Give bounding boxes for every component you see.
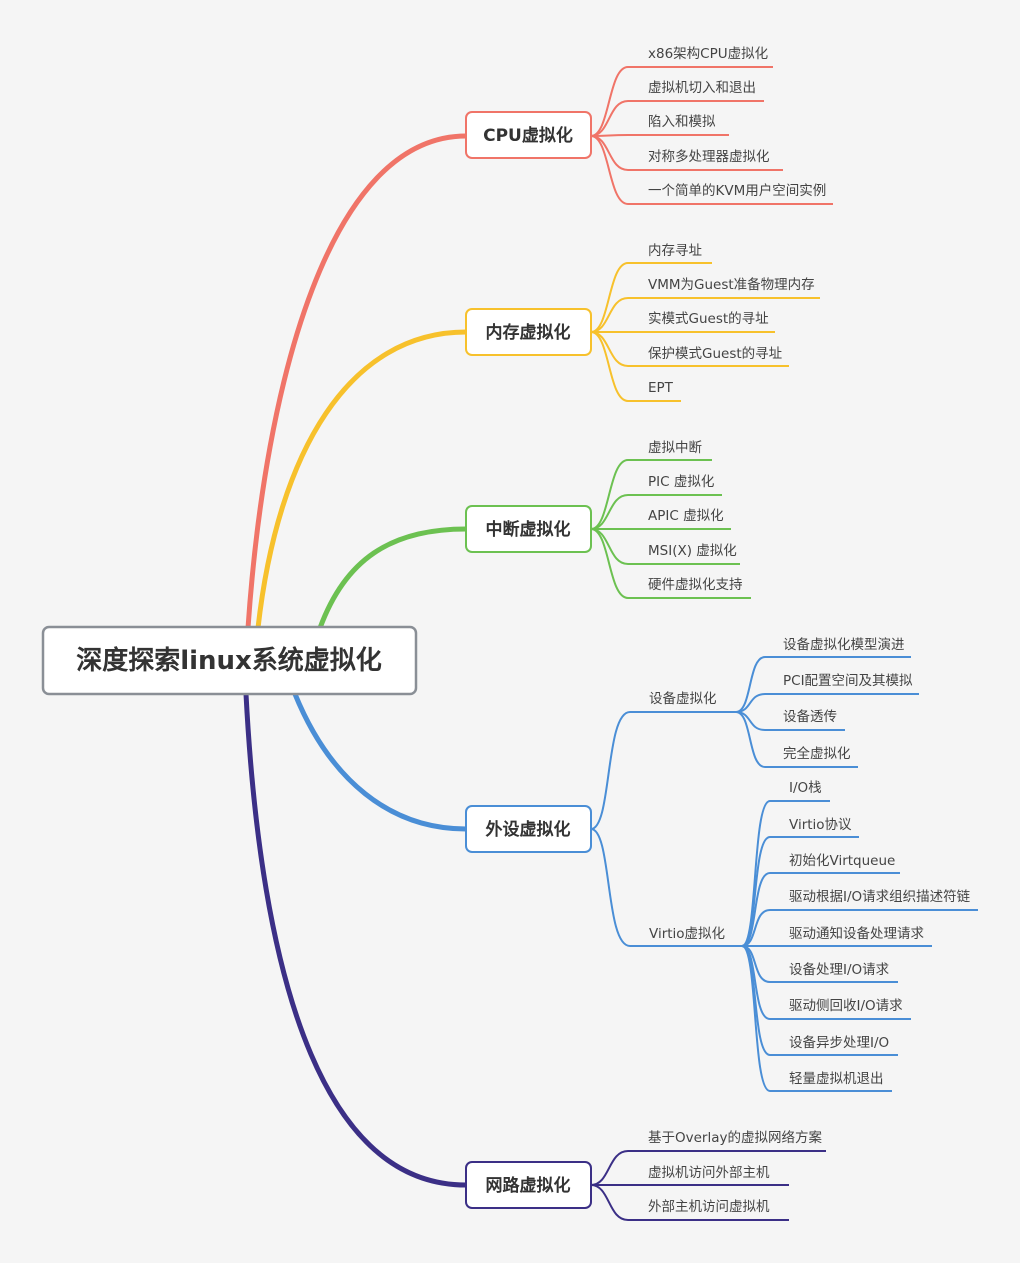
leaf-edges-interrupt — [590, 459, 751, 599]
connector-memory — [255, 329, 469, 631]
leaf-node[interactable]: APIC 虚拟化 — [648, 508, 724, 524]
branch-label: CPU虚拟化 — [483, 125, 573, 146]
leaf-node[interactable]: x86架构CPU虚拟化 — [648, 46, 768, 62]
root-label: 深度探索linux系统虚拟化 — [76, 645, 382, 676]
leaf-edges-memory — [590, 262, 820, 402]
main-connectors — [243, 133, 469, 1188]
branch-node-network[interactable]: 网路虚拟化 — [465, 1161, 592, 1209]
leaf-node[interactable]: Virtio协议 — [789, 817, 852, 833]
branch-node-peripheral[interactable]: 外设虚拟化 — [465, 805, 592, 853]
leaf-node[interactable]: 虚拟机切入和退出 — [648, 80, 756, 96]
leaf-node[interactable]: PCI配置空间及其模拟 — [783, 673, 913, 689]
leaf-node[interactable]: 实模式Guest的寻址 — [648, 311, 769, 327]
leaf-node[interactable]: MSI(X) 虚拟化 — [648, 543, 737, 559]
leaf-edges-device — [735, 656, 919, 768]
branch-node-interrupt[interactable]: 中断虚拟化 — [465, 505, 592, 553]
leaf-node[interactable]: 驱动侧回收I/O请求 — [789, 998, 903, 1014]
leaf-node[interactable]: 内存寻址 — [648, 243, 702, 259]
branch-label: 内存虚拟化 — [486, 322, 571, 343]
branch-node-cpu[interactable]: CPU虚拟化 — [465, 111, 592, 159]
connector-interrupt — [317, 526, 469, 631]
sub-edges-peripheral — [590, 711, 742, 947]
leaf-node[interactable]: EPT — [648, 380, 674, 396]
branch-node-memory[interactable]: 内存虚拟化 — [465, 308, 592, 356]
leaf-node[interactable]: 基于Overlay的虚拟网络方案 — [648, 1129, 822, 1146]
leaf-node[interactable]: PIC 虚拟化 — [648, 474, 714, 490]
leaf-node[interactable]: 一个简单的KVM用户空间实例 — [648, 182, 826, 199]
leaf-node[interactable]: 陷入和模拟 — [648, 114, 716, 130]
leaf-node[interactable]: 轻量虚拟机退出 — [789, 1071, 884, 1087]
leaf-node[interactable]: 硬件虚拟化支持 — [648, 577, 743, 593]
leaf-node[interactable]: 驱动通知设备处理请求 — [789, 925, 924, 942]
leaf-node[interactable]: 完全虚拟化 — [783, 745, 851, 762]
leaf-node[interactable]: 设备虚拟化模型演进 — [783, 636, 905, 653]
leaf-node[interactable]: 设备异步处理I/O — [789, 1034, 889, 1051]
branch-label: 中断虚拟化 — [486, 519, 571, 540]
branch-label: 网路虚拟化 — [486, 1175, 571, 1196]
leaf-edges-cpu — [590, 66, 833, 205]
leaf-edges-network — [590, 1150, 826, 1221]
leaf-node[interactable]: 设备透传 — [783, 708, 837, 725]
branch-memory: 内存虚拟化 内存寻址 VMM为Guest准备物理内存 实模式Guest的寻址 保… — [465, 243, 820, 402]
leaf-node[interactable]: 保护模式Guest的寻址 — [648, 346, 782, 362]
branch-label: 外设虚拟化 — [486, 819, 571, 840]
leaf-node[interactable]: VMM为Guest准备物理内存 — [648, 276, 815, 293]
subgroup-node[interactable]: 设备虚拟化 — [649, 690, 717, 707]
leaf-node[interactable]: 虚拟中断 — [648, 440, 702, 456]
leaf-node[interactable]: 设备处理I/O请求 — [789, 961, 890, 978]
subgroup-node[interactable]: Virtio虚拟化 — [649, 926, 725, 942]
connector-network — [243, 691, 469, 1188]
leaf-node[interactable]: 外部主机访问虚拟机 — [648, 1199, 770, 1215]
connector-cpu — [245, 133, 469, 631]
branch-network: 网路虚拟化 基于Overlay的虚拟网络方案 虚拟机访问外部主机 外部主机访问虚… — [465, 1129, 826, 1221]
leaf-node[interactable]: I/O栈 — [789, 780, 822, 796]
branch-interrupt: 中断虚拟化 虚拟中断 PIC 虚拟化 APIC 虚拟化 MSI(X) 虚拟化 硬… — [465, 440, 751, 599]
leaf-node[interactable]: 对称多处理器虚拟化 — [648, 148, 770, 165]
branch-peripheral: 外设虚拟化 设备虚拟化 Virtio虚拟化 设备虚拟化模型演进 PCI配置空间及… — [465, 636, 978, 1092]
leaf-node[interactable]: 初始化Virtqueue — [789, 852, 895, 869]
root-node[interactable]: 深度探索linux系统虚拟化 — [41, 625, 418, 696]
leaf-edges-virtio — [741, 800, 978, 1092]
leaf-node[interactable]: 驱动根据I/O请求组织描述符链 — [789, 889, 971, 905]
connector-peripheral — [292, 691, 469, 832]
leaf-node[interactable]: 虚拟机访问外部主机 — [648, 1165, 770, 1181]
branch-cpu: CPU虚拟化 x86架构CPU虚拟化 虚拟机切入和退出 陷入和模拟 对称多处理器… — [465, 46, 833, 205]
